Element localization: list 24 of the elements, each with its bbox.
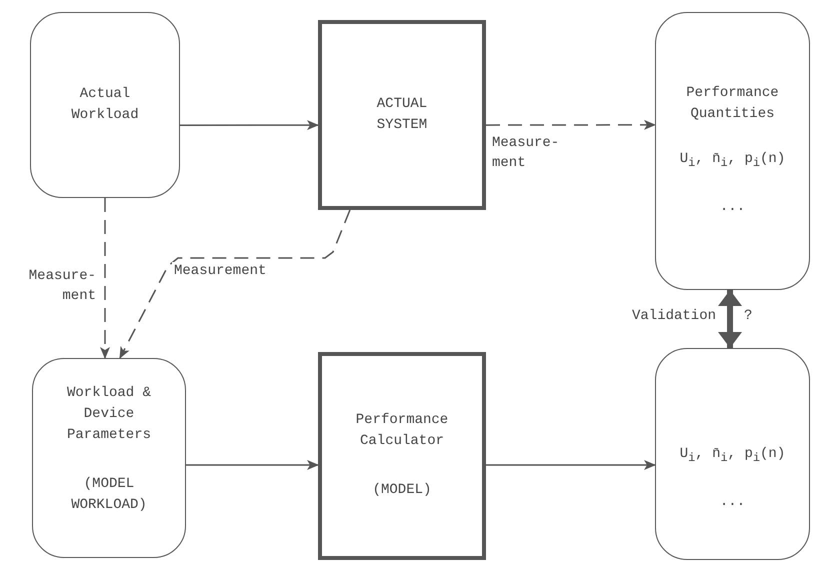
node-text: ... bbox=[720, 492, 746, 512]
arrow bbox=[486, 120, 656, 130]
node-text: (MODEL WORKLOAD) bbox=[70, 475, 148, 515]
node-text: Actual Workload bbox=[70, 85, 140, 125]
rounded-box bbox=[655, 12, 810, 290]
arrow bbox=[186, 460, 319, 470]
arrow bbox=[100, 198, 110, 359]
system-box bbox=[318, 352, 486, 560]
rounded-box bbox=[655, 348, 810, 560]
arrow bbox=[119, 210, 351, 359]
node-text: Performance Calculator bbox=[354, 411, 450, 451]
rounded-box bbox=[30, 12, 180, 198]
node-text: U$_{i}$, n̄$_{i}$, p$_{i}$(n) bbox=[680, 445, 786, 467]
node-text: U$_{i}$, n̄$_{i}$, p$_{i}$(n) bbox=[680, 150, 786, 172]
rounded-box bbox=[32, 358, 186, 558]
node-text: ... bbox=[720, 198, 746, 217]
node-text: (MODEL) bbox=[372, 481, 432, 500]
node-text: Performance Quantities bbox=[685, 84, 780, 124]
node-text: ACTUAL SYSTEM bbox=[376, 95, 428, 135]
system-box bbox=[318, 20, 486, 210]
arrow bbox=[718, 290, 742, 348]
arrow bbox=[180, 120, 319, 130]
node-text: Workload & Device Parameters bbox=[66, 384, 152, 445]
arrow bbox=[486, 460, 656, 470]
